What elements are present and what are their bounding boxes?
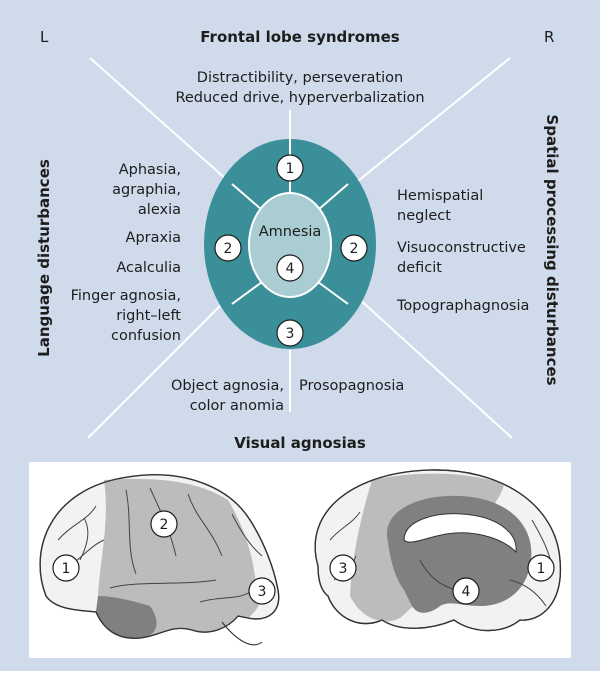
top-line-1: Distractibility, perseveration <box>197 70 403 86</box>
svg-text:3: 3 <box>286 326 295 342</box>
svg-text:1: 1 <box>62 561 71 577</box>
brain-marker-medial-temporal: 4 <box>452 577 480 605</box>
left-aphasia-3: alexia <box>138 202 181 218</box>
top-line-2: Reduced drive, hyperverbalization <box>175 90 424 106</box>
brain-marker-medial-frontal: 1 <box>527 554 555 582</box>
corner-left: L <box>40 28 49 46</box>
left-finger-1: Finger agnosia, <box>71 288 181 304</box>
left-acalculia: Acalculia <box>116 260 181 276</box>
brain-marker-lateral-parietal: 2 <box>150 510 178 538</box>
left-finger-2: right–left <box>116 308 181 324</box>
header-language: Language disturbances <box>35 159 53 357</box>
svg-text:2: 2 <box>160 517 169 533</box>
right-neglect-1: Hemispatial <box>397 188 483 204</box>
marker-right: 2 <box>340 234 368 262</box>
brain-marker-lateral-frontal: 1 <box>52 554 80 582</box>
marker-center: 4 <box>276 254 304 282</box>
right-neglect-2: neglect <box>397 208 451 224</box>
svg-text:2: 2 <box>350 241 359 257</box>
svg-text:1: 1 <box>537 561 546 577</box>
svg-text:4: 4 <box>286 261 295 277</box>
right-visuo-2: deficit <box>397 260 442 276</box>
corner-right: R <box>544 28 554 46</box>
bottom-object-1: Object agnosia, <box>171 378 284 394</box>
left-aphasia-1: Aphasia, <box>119 162 181 178</box>
svg-text:3: 3 <box>339 561 348 577</box>
bottom-object-2: color anomia <box>190 398 284 414</box>
header-visual: Visual agnosias <box>234 434 366 452</box>
left-finger-3: confusion <box>111 328 181 344</box>
marker-bottom: 3 <box>276 319 304 347</box>
medial-brain <box>314 469 562 632</box>
inner-ellipse <box>248 192 332 298</box>
marker-top: 1 <box>276 154 304 182</box>
right-visuo-1: Visuoconstructive <box>397 240 526 256</box>
left-apraxia: Apraxia <box>126 230 181 246</box>
header-frontal: Frontal lobe syndromes <box>200 28 400 46</box>
ellipse-spokes <box>231 183 349 305</box>
marker-left: 2 <box>214 234 242 262</box>
left-aphasia-2: agraphia, <box>112 182 181 198</box>
header-spatial: Spatial processing disturbances <box>543 114 561 385</box>
svg-text:1: 1 <box>286 161 295 177</box>
brain-marker-medial-occipital: 3 <box>329 554 357 582</box>
bottom-prosopagnosia: Prosopagnosia <box>299 378 404 394</box>
brain-marker-lateral-occipital: 3 <box>248 577 276 605</box>
svg-text:2: 2 <box>224 241 233 257</box>
svg-text:4: 4 <box>462 584 471 600</box>
svg-text:3: 3 <box>258 584 267 600</box>
center-amnesia: Amnesia <box>259 224 322 240</box>
right-topo: Topographagnosia <box>396 298 529 314</box>
lateral-brain <box>39 474 280 646</box>
